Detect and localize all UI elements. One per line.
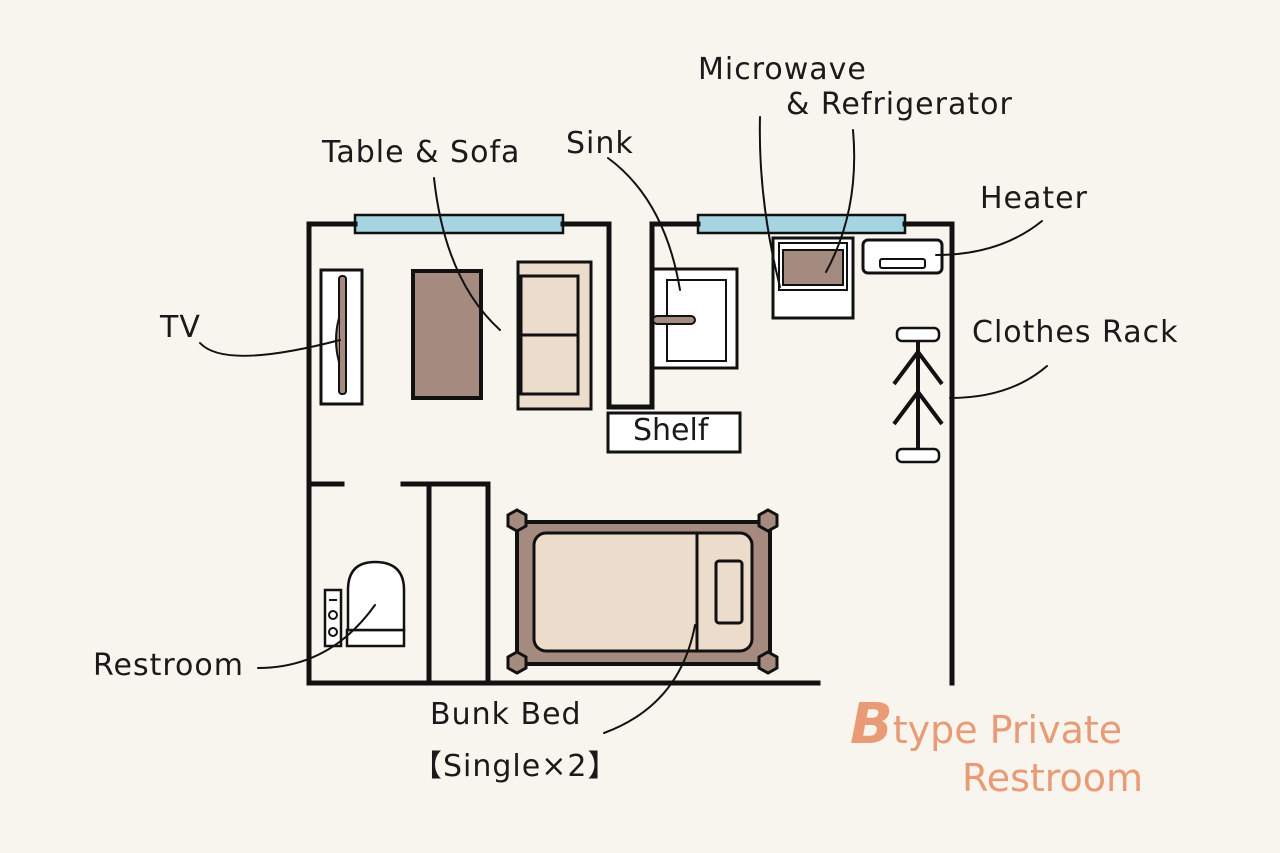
plan-title-line1: Btype Private — [850, 692, 1122, 757]
label-heater: Heater — [980, 181, 1088, 216]
label-bunk-bed: Bunk Bed — [430, 697, 582, 732]
label-sink: Sink — [566, 126, 634, 161]
walls — [306, 221, 955, 686]
plan-title-line2: Restroom — [962, 756, 1143, 800]
plan-title-line1-rest: type Private — [892, 708, 1123, 752]
window-right — [696, 213, 907, 235]
label-clothes-rack: Clothes Rack — [972, 315, 1179, 350]
window-left — [353, 213, 565, 235]
microwave-refrigerator — [771, 236, 855, 320]
tv-unit — [319, 268, 364, 406]
label-tv: TV — [160, 310, 201, 345]
heater — [861, 238, 944, 275]
clothes-rack — [892, 326, 944, 464]
toilet — [323, 560, 406, 648]
label-table-sofa: Table & Sofa — [322, 135, 521, 170]
sink — [651, 267, 739, 370]
shelf — [606, 411, 742, 454]
plan-title-line2-text: Restroom — [962, 756, 1144, 800]
plan-title-initial: B — [850, 692, 893, 757]
label-shelf: Shelf — [633, 413, 709, 448]
bunk-bed — [506, 508, 779, 675]
label-restroom: Restroom — [93, 648, 244, 683]
label-bunk-bed-detail: 【Single×2】 — [412, 749, 619, 784]
sofa — [516, 260, 593, 411]
leader-lines — [199, 116, 1048, 734]
table — [411, 269, 483, 400]
label-refrigerator: & Refrigerator — [786, 87, 1013, 122]
label-microwave: Microwave — [698, 52, 867, 87]
